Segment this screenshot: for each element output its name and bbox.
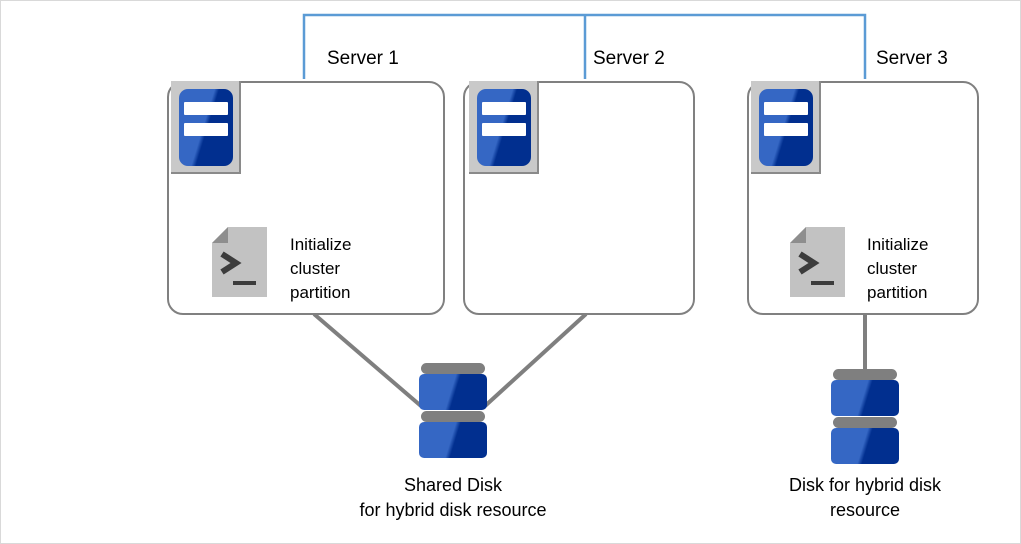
- init-task-text-3: Initialize cluster partition: [867, 233, 928, 305]
- server-slot: [482, 123, 526, 136]
- init-task-text-1: Initialize cluster partition: [290, 233, 351, 305]
- disk-platter-bar: [833, 417, 897, 428]
- script-prompt-chevron: [220, 251, 242, 275]
- init-task-line: cluster: [867, 259, 918, 278]
- script-page-fold: [790, 227, 806, 243]
- script-prompt-chevron: [798, 251, 820, 275]
- disk-caption-line: resource: [829, 500, 901, 520]
- server-label-1: Server 1: [327, 48, 399, 69]
- init-task-line: cluster: [290, 259, 341, 278]
- script-terminal-icon-1: [212, 227, 267, 297]
- disk-caption-server3: Disk for hybrid disk resource: [715, 473, 1015, 523]
- disk-stack-icon-shared[interactable]: [419, 363, 487, 461]
- disk-caption-line: Disk for hybrid disk: [788, 475, 942, 495]
- script-terminal-icon-3: [790, 227, 845, 297]
- disk-caption-line: for hybrid disk resource: [359, 500, 547, 520]
- disk-platter-bar: [421, 411, 485, 422]
- connector-server1-to-shared-disk: [312, 312, 423, 408]
- disk-platter-bar: [833, 369, 897, 380]
- server-slot: [482, 102, 526, 115]
- server-icon-1: [171, 81, 241, 174]
- disk-platter-body: [419, 422, 487, 458]
- server-label-2: Server 2: [593, 48, 665, 69]
- disk-platter-bar: [421, 363, 485, 374]
- disk-platter-body: [831, 428, 899, 464]
- server-slot: [184, 123, 228, 136]
- init-task-line: Initialize: [867, 235, 929, 254]
- server-icon-2: [469, 81, 539, 174]
- server-icon-3: [751, 81, 821, 174]
- server-label-3: Server 3: [876, 48, 948, 69]
- disk-caption-shared: Shared Disk for hybrid disk resource: [303, 473, 603, 523]
- server-slot: [184, 102, 228, 115]
- disk-platter-body: [831, 380, 899, 416]
- disk-platter-body: [419, 374, 487, 410]
- disk-stack-icon-server3[interactable]: [831, 369, 899, 467]
- init-task-line: Initialize: [290, 235, 352, 254]
- init-task-line: partition: [290, 283, 351, 302]
- script-page-fold: [212, 227, 228, 243]
- disk-caption-line: Shared Disk: [403, 475, 503, 495]
- server-slot: [764, 102, 808, 115]
- connector-server2-to-shared-disk: [483, 312, 588, 408]
- init-task-line: partition: [867, 283, 928, 302]
- server-slot: [764, 123, 808, 136]
